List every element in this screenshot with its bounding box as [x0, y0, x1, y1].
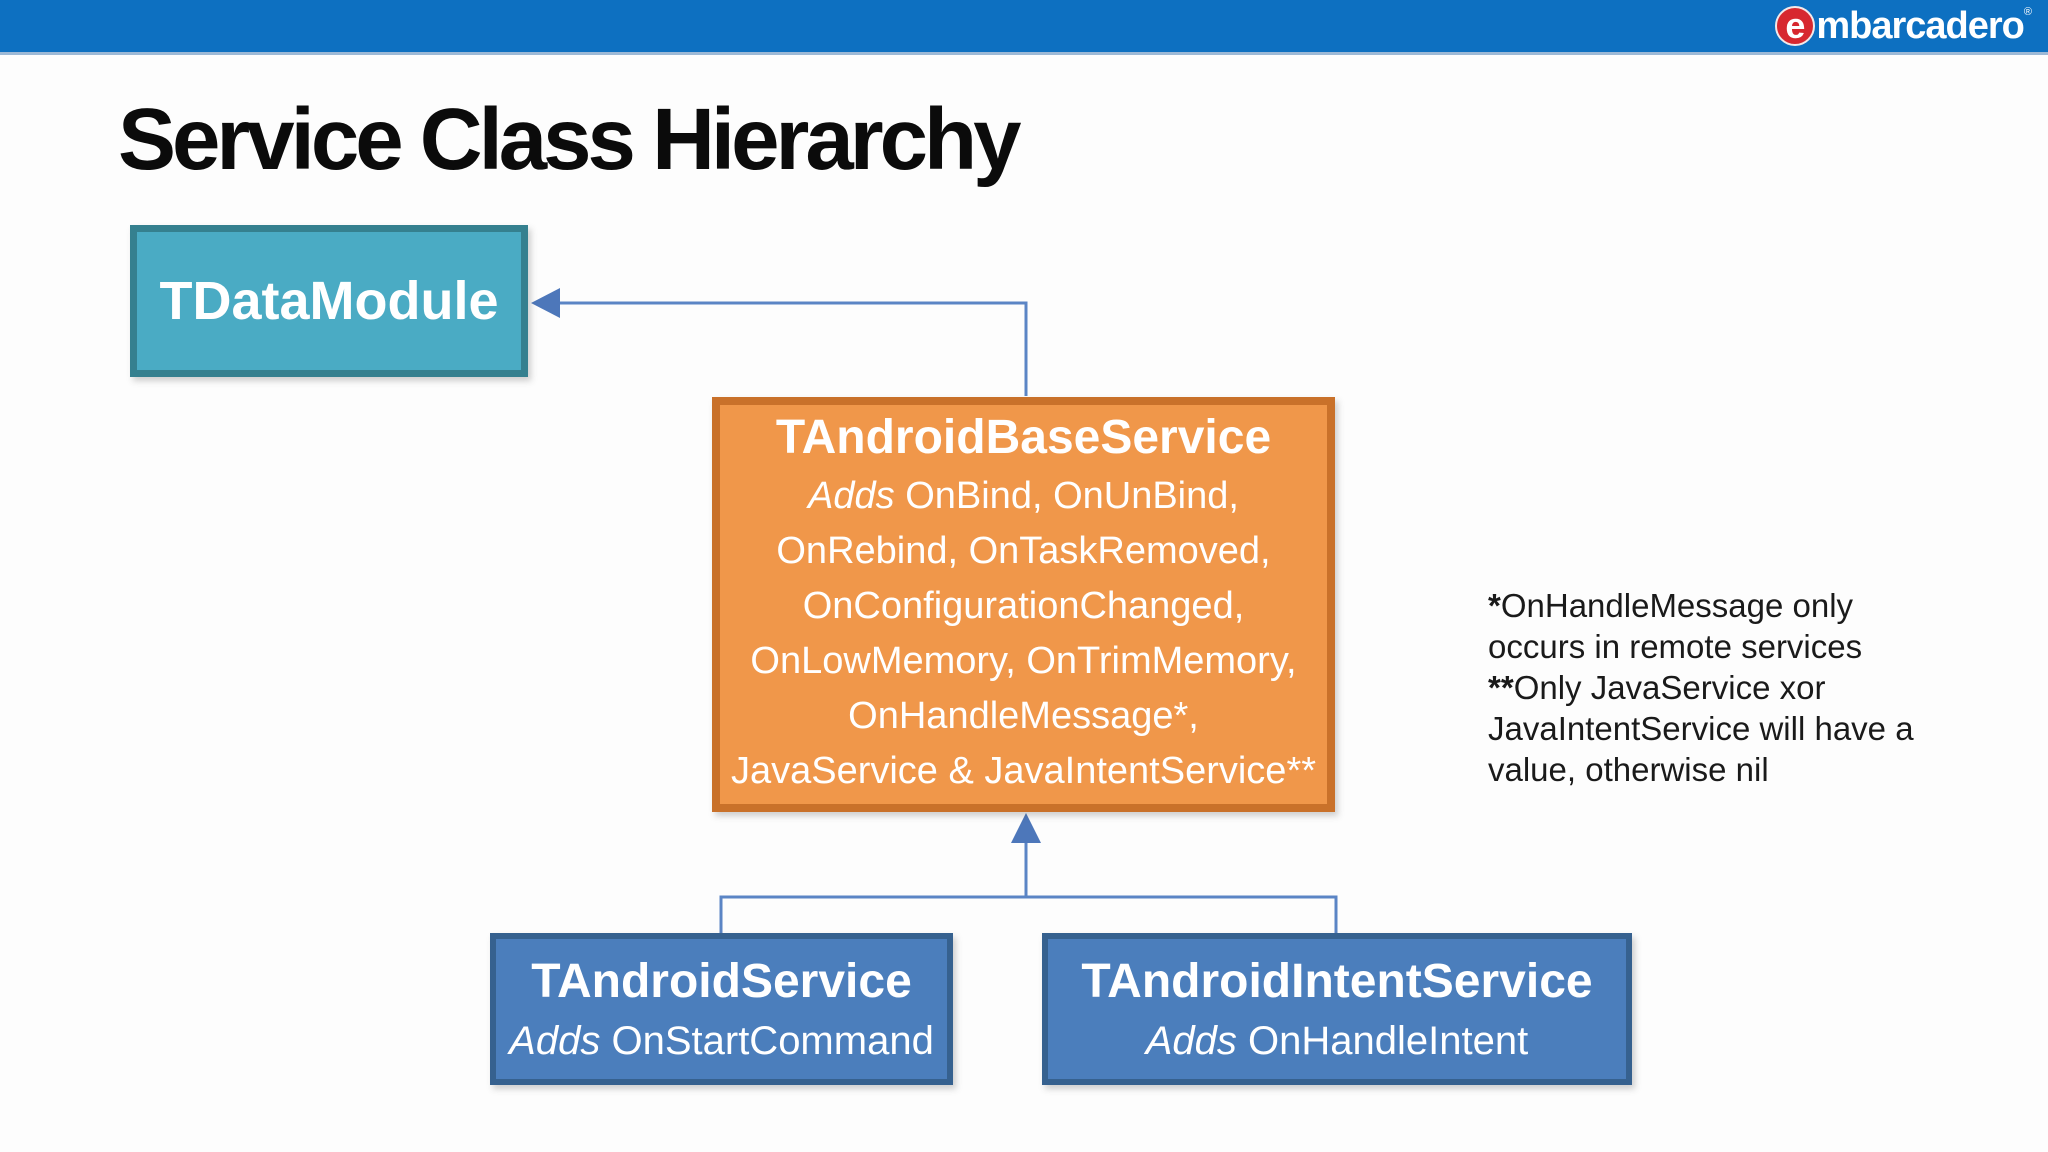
- arrowhead-left-icon: [531, 288, 560, 318]
- node-tandroidservice: TAndroidService Adds OnStartCommand: [490, 933, 953, 1085]
- footnote-line: JavaIntentService will have a: [1488, 710, 1914, 747]
- connector-base-to-datamodule: [557, 301, 1028, 396]
- node-detail-line: OnHandleMessage*,: [848, 695, 1199, 738]
- node-label: TAndroidBaseService: [775, 410, 1272, 464]
- embarcadero-e-icon: e: [1775, 6, 1816, 46]
- node-tdatamodule: TDataModule: [130, 225, 528, 377]
- node-label: TAndroidIntentService: [1081, 955, 1593, 1009]
- node-tandroidintentservice: TAndroidIntentService Adds OnHandleInten…: [1042, 933, 1632, 1085]
- footnote: *OnHandleMessage only occurs in remote s…: [1488, 585, 1968, 790]
- header-bar: e mbarcadero ®: [0, 0, 2048, 55]
- node-label: TDataModule: [159, 270, 499, 331]
- node-detail-line: Adds OnHandleIntent: [1145, 1018, 1529, 1063]
- footnote-line: occurs in remote services: [1488, 628, 1863, 665]
- node-tandroidbaseservice: TAndroidBaseService Adds OnBind, OnUnBin…: [712, 397, 1335, 812]
- registered-trademark-mark: ®: [2023, 6, 2032, 18]
- node-detail-line: JavaService & JavaIntentService**: [730, 750, 1317, 793]
- logo-wordmark: mbarcadero: [1816, 5, 2025, 47]
- node-label: TAndroidService: [531, 955, 912, 1009]
- footnote-line: value, otherwise nil: [1488, 751, 1769, 788]
- node-detail-line: Adds OnStartCommand: [509, 1018, 934, 1063]
- node-detail-line: OnLowMemory, OnTrimMemory,: [750, 640, 1297, 683]
- arrowhead-up-icon: [1011, 813, 1041, 843]
- embarcadero-logo: e mbarcadero ®: [1775, 5, 2032, 47]
- connector-children-rail: [719, 895, 1338, 933]
- node-detail-line: OnConfigurationChanged,: [802, 585, 1245, 628]
- node-detail-line: OnRebind, OnTaskRemoved,: [776, 530, 1271, 573]
- slide-title: Service Class Hierarchy: [118, 91, 1021, 188]
- node-detail-line: Adds OnBind, OnUnBind,: [808, 475, 1239, 518]
- footnote-line: *OnHandleMessage only: [1488, 587, 1854, 624]
- footnote-line: **Only JavaService xor: [1488, 669, 1826, 706]
